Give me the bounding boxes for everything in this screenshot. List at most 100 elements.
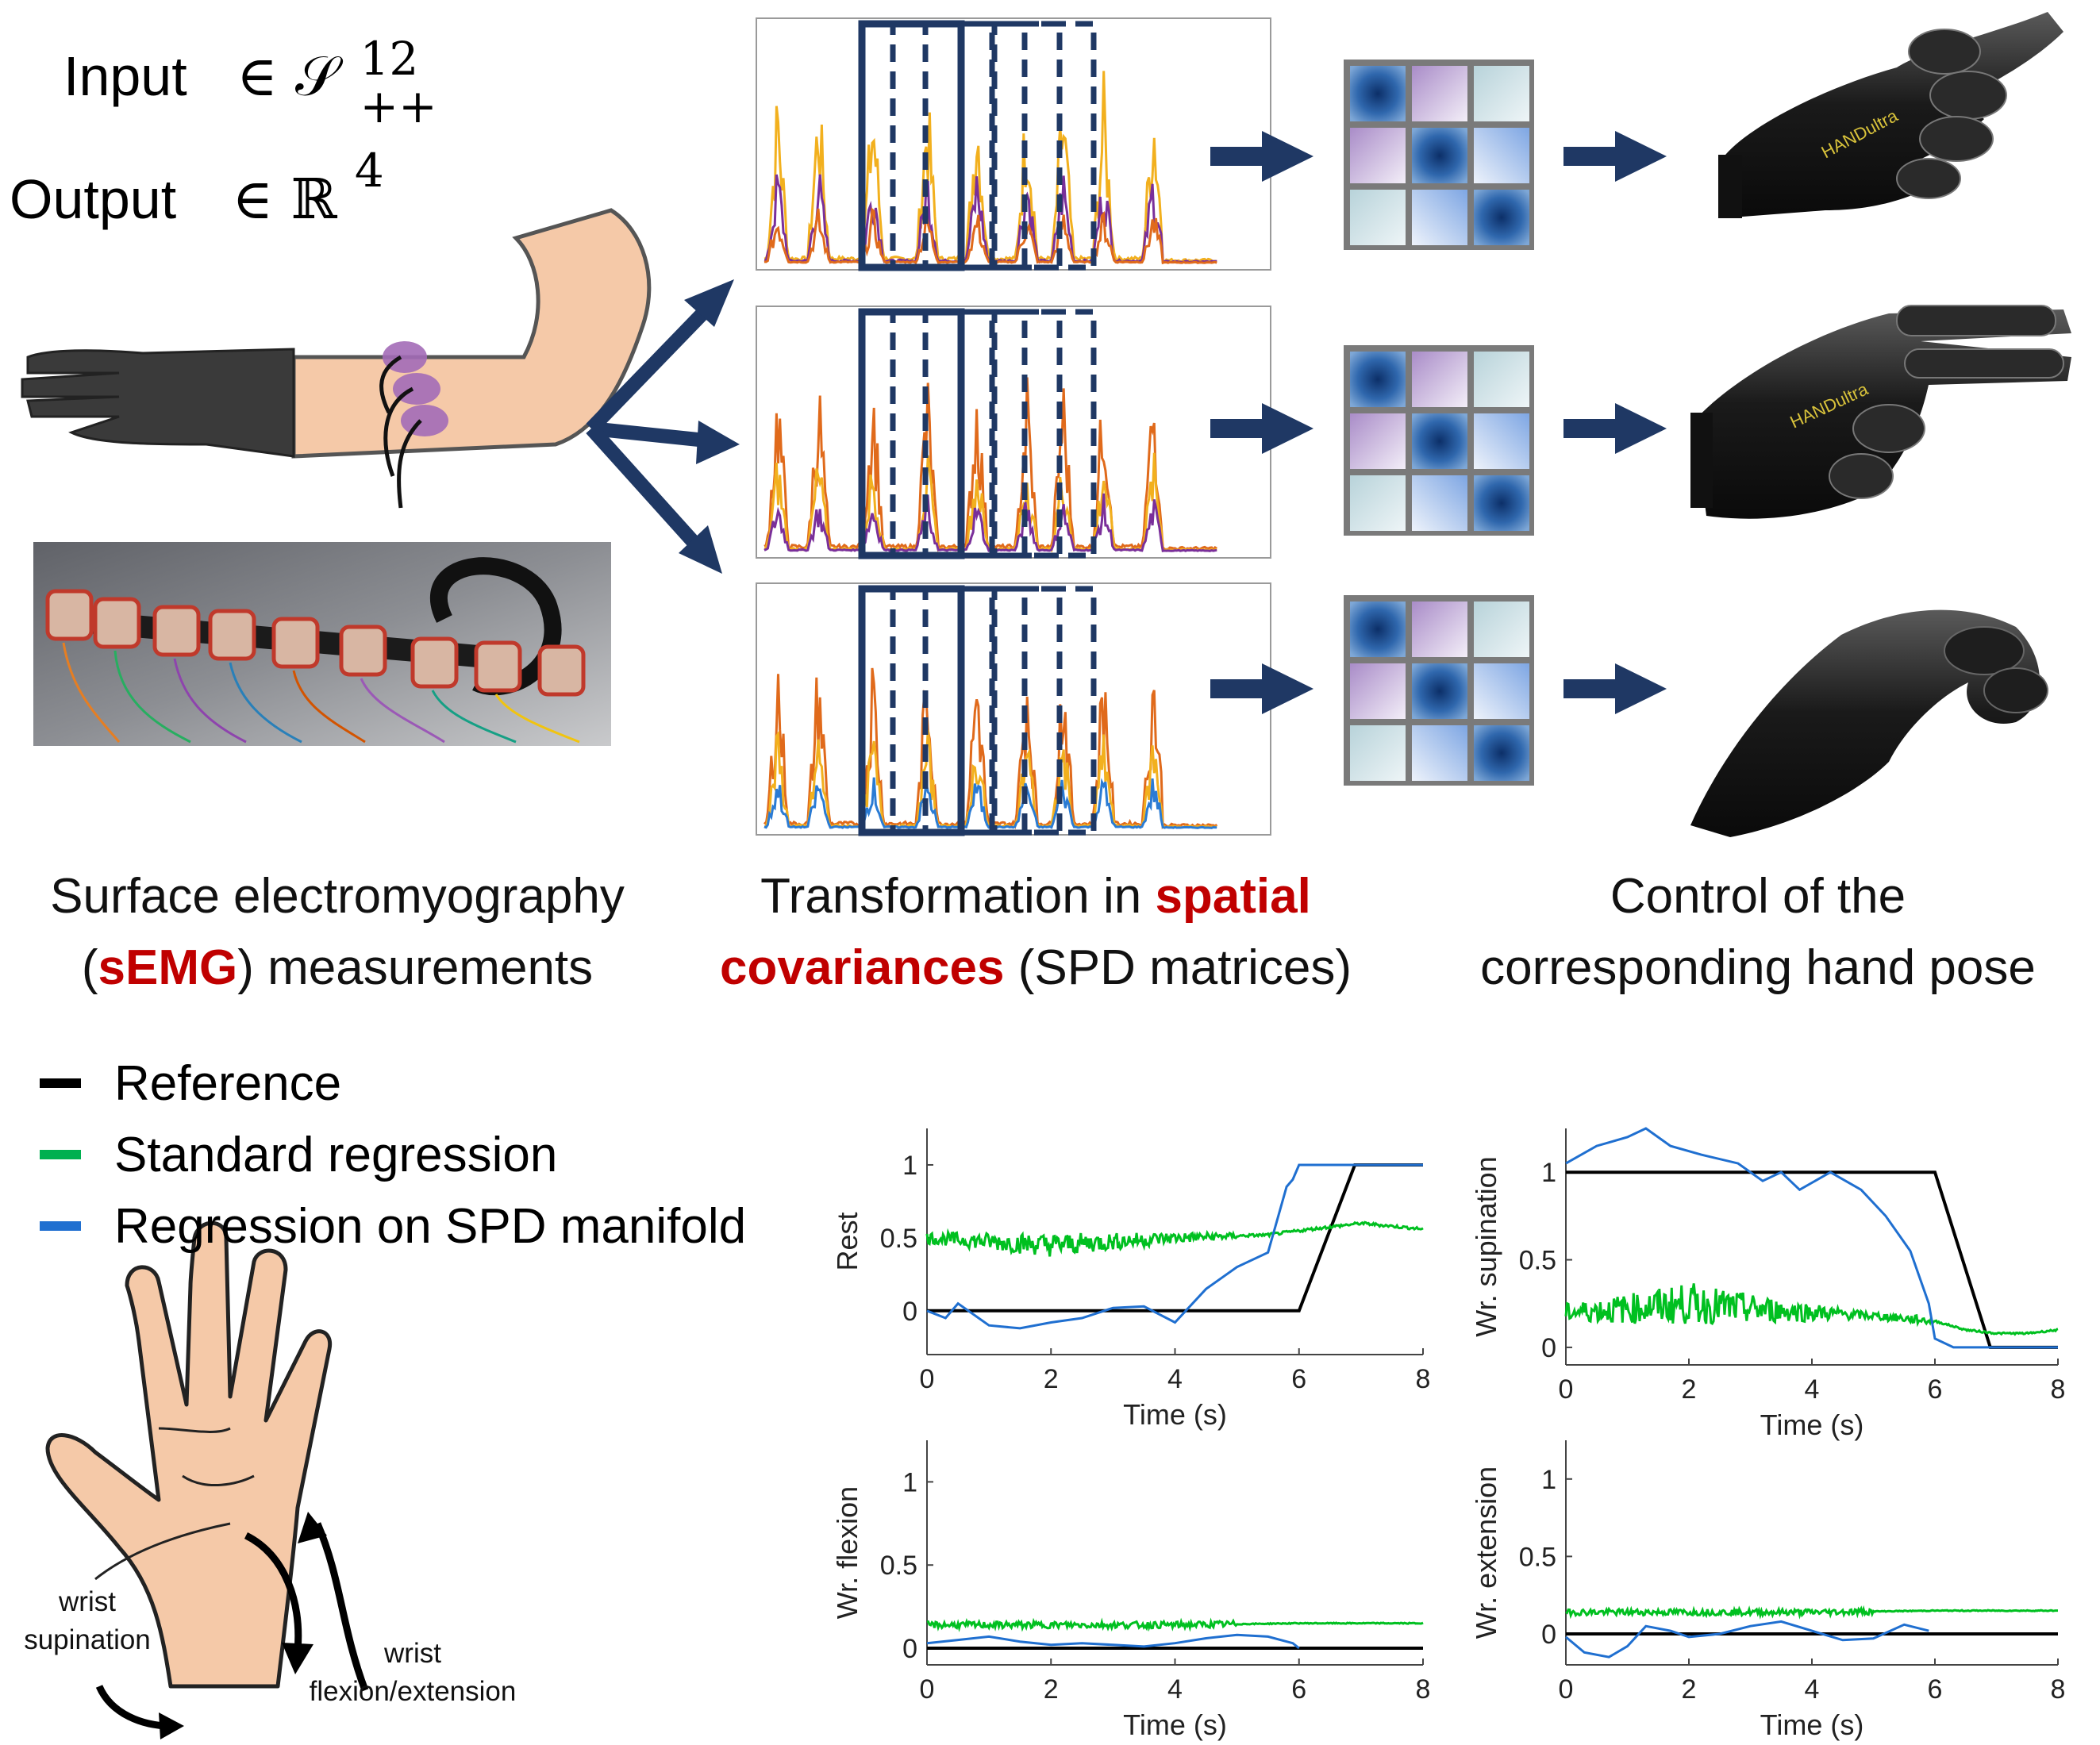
spd-cell [1474,413,1529,469]
rotation-arrowheads [159,1512,327,1739]
caption-semg: Surface electromyography (sEMG) measurem… [50,869,625,995]
series-line-2 [926,1633,1300,1650]
spd-cell [1412,66,1467,121]
split-arrows [586,279,740,574]
output-formula: Output ∈ ℝ 4 [10,144,384,232]
spd-cell [1350,66,1406,121]
robotic-hand-pose-1: HANDultra [1718,12,2063,218]
window-dashed [922,21,1028,271]
arrow-head [1615,403,1667,454]
emg-panel-frame [756,582,1271,836]
spd-matrices [1344,60,1534,786]
x-tick-label: 2 [1682,1374,1697,1405]
window-dashed [991,586,1097,836]
series-line-1 [1564,1283,2059,1336]
x-tick-label: 6 [1928,1674,1943,1705]
x-axis-label: Time (s) [1760,1409,1864,1441]
spd-cell [1474,128,1529,183]
x-tick-label: 2 [1682,1674,1697,1705]
label-wrist-flexion-2: flexion/extension [310,1676,517,1707]
spd-cell [1350,128,1406,183]
legend-item-spd-regression: Regression on SPD manifold [40,1190,746,1262]
window-dashed [890,586,995,836]
window-dashed [957,586,1063,836]
semg-band-photo [33,542,611,746]
window-dashed [991,309,1097,559]
window-dashed [957,21,1063,271]
spd-cell [1474,190,1529,245]
spd-cell [1474,352,1529,407]
x-tick-label: 8 [1416,1364,1431,1394]
spd-matrix-1 [1344,60,1534,250]
legend-swatch-spd [40,1221,81,1231]
y-tick-label: 1 [902,1467,917,1497]
spd-cell [1350,475,1406,531]
emg-panel-frame [756,306,1271,559]
y-tick-label: 1 [902,1151,917,1181]
x-axis-label: Time (s) [1123,1708,1227,1741]
spd-cell [1350,663,1406,719]
arrow-head [1615,663,1667,714]
spd-cell [1412,352,1467,407]
x-tick-label: 4 [1167,1364,1183,1394]
legend: Reference Standard regression Regression… [40,1047,746,1262]
hand-sketch [45,1220,333,1689]
window-solid [858,308,965,559]
spd-cell [1412,413,1467,469]
y-axis-label: Wr. flexion [831,1486,863,1619]
arrow-head [1262,403,1313,454]
pipeline-arrows [1210,131,1667,714]
series-line-1 [1565,1605,2058,1620]
window-solid [858,20,965,271]
arrow-head [1262,663,1313,714]
y-tick-label: 0.5 [1519,1246,1556,1276]
emg-panel-frame [756,17,1271,271]
x-tick-label: 6 [1291,1674,1306,1705]
y-tick-label: 1 [1541,1465,1556,1495]
spd-cell [1412,475,1467,531]
caption-transformation: Transformation in spatial covariances (S… [720,869,1352,995]
window-dashed [957,309,1063,559]
spd-cell [1350,725,1406,781]
spd-cell [1412,190,1467,245]
x-tick-label: 4 [1805,1674,1820,1705]
series-line-2 [1565,1620,1929,1659]
emg-signal-panels [756,17,1271,836]
legend-swatch-reference [40,1078,81,1088]
window-dashed [922,309,1028,559]
window-dashed [991,21,1097,271]
spd-cell [1350,190,1406,245]
legend-swatch-standard [40,1150,81,1159]
window-dashed [922,586,1028,836]
x-tick-label: 8 [2051,1674,2066,1705]
spd-cell [1350,602,1406,657]
x-axis-label: Time (s) [1123,1398,1227,1431]
window-dashed [890,309,995,559]
spd-cell [1412,663,1467,719]
legend-item-standard-regression: Standard regression [40,1119,746,1190]
y-tick-label: 0.5 [880,1224,917,1254]
series-line-2 [926,1163,1423,1330]
x-tick-label: 4 [1805,1374,1820,1405]
series-line-1 [925,1220,1424,1257]
arrow-head [1262,131,1313,182]
x-tick-label: 0 [920,1364,935,1394]
spd-cell [1412,602,1467,657]
arm-illustration [21,208,652,509]
emg-panel-3 [756,582,1271,836]
x-tick-label: 8 [2051,1374,2066,1405]
series-line-2 [1565,1127,2058,1349]
emg-panel-1 [756,17,1271,271]
y-tick-label: 1 [1541,1158,1556,1188]
series-line-1 [926,1617,1424,1632]
x-tick-label: 0 [920,1674,935,1705]
y-tick-label: 0 [1541,1620,1556,1650]
spd-cell [1350,352,1406,407]
spd-cell [1474,725,1529,781]
x-tick-label: 2 [1044,1364,1059,1394]
label-wrist-supination-2: supination [24,1624,151,1655]
x-tick-label: 4 [1167,1674,1183,1705]
